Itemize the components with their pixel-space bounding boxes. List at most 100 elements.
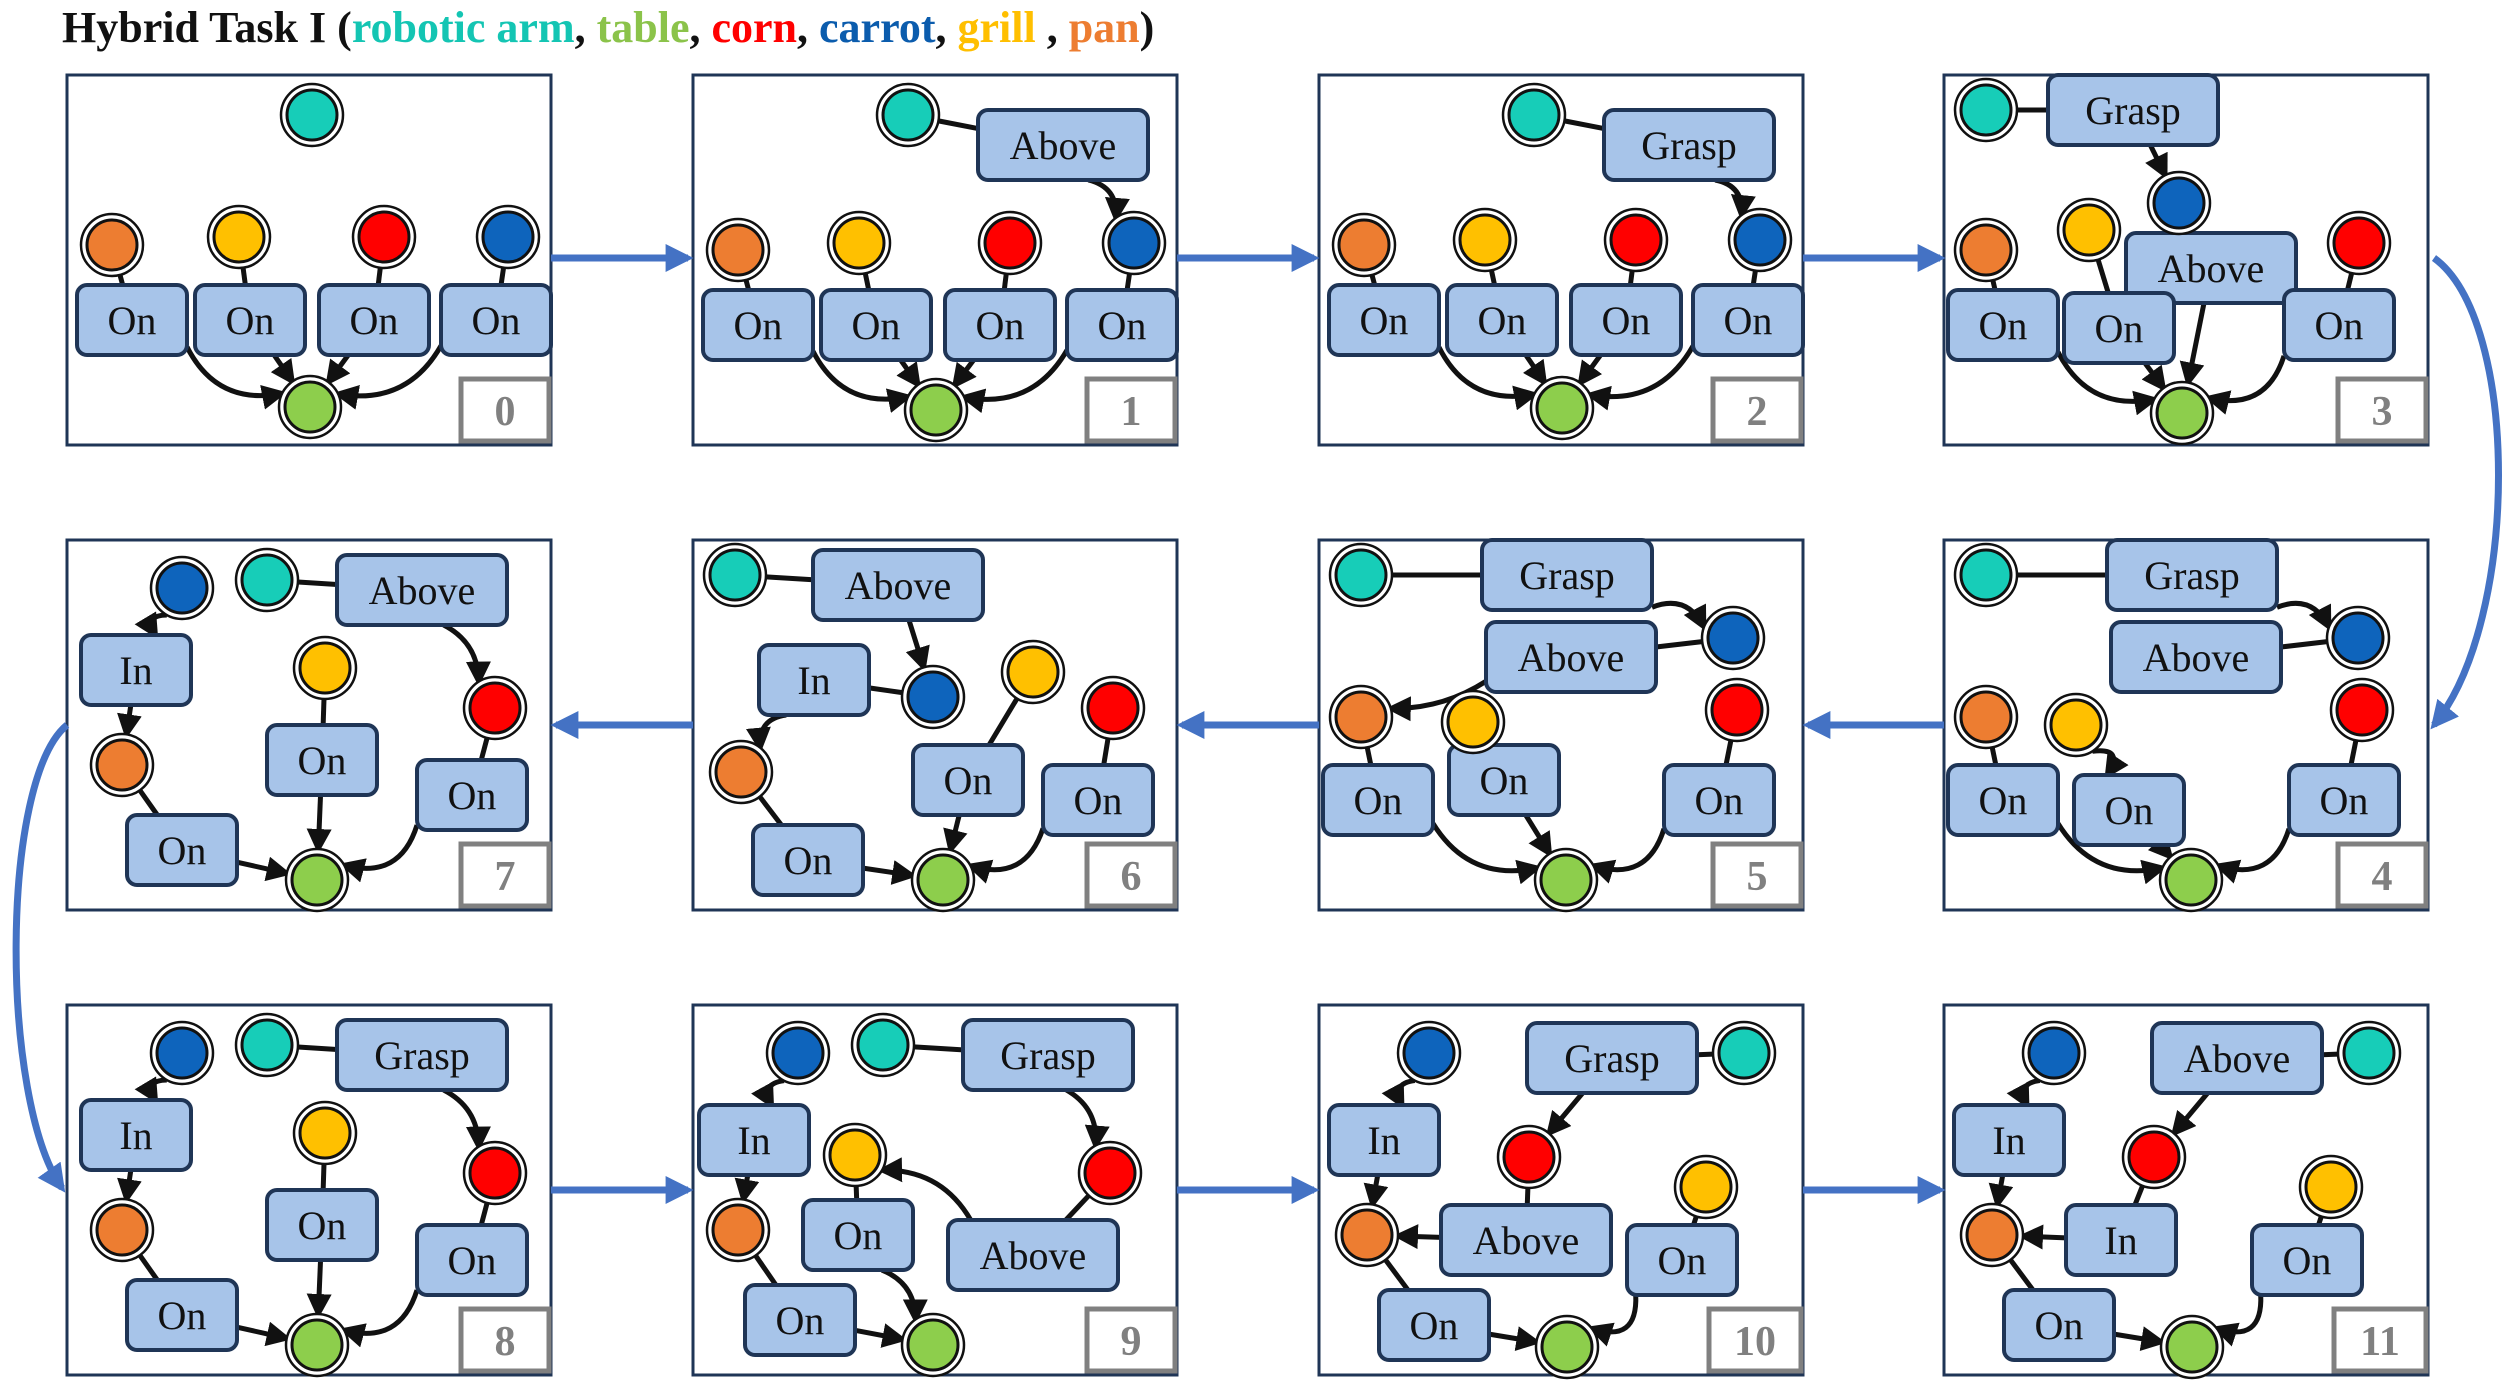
relation-edge bbox=[270, 353, 296, 386]
edges bbox=[1364, 572, 1734, 885]
relation-edge bbox=[1381, 1078, 1416, 1110]
relation-on2: On bbox=[2062, 291, 2176, 365]
arm-node bbox=[1711, 1020, 1777, 1086]
relation-label: Above bbox=[1473, 1218, 1580, 1263]
grill-dot bbox=[828, 1128, 882, 1182]
carrot-node bbox=[765, 1020, 831, 1086]
relation-on3: On bbox=[1041, 763, 1155, 837]
relation-label: Above bbox=[2184, 1036, 2291, 1081]
relation-label: On bbox=[1480, 758, 1529, 803]
corn-dot bbox=[1502, 1130, 1556, 1184]
relation-edge bbox=[862, 272, 872, 291]
relation-box bbox=[265, 1188, 379, 1262]
relation-box bbox=[2250, 1223, 2364, 1297]
relation-edge bbox=[306, 1259, 332, 1320]
corn-dot bbox=[2332, 216, 2386, 270]
relation-edge bbox=[1563, 118, 1605, 132]
carrot-dot bbox=[1107, 216, 1161, 270]
step-number: 5 bbox=[1747, 854, 1768, 900]
relation-on3: On bbox=[415, 758, 529, 832]
arm-dot bbox=[285, 88, 339, 142]
carrot-node bbox=[149, 555, 215, 621]
relation-on1: On bbox=[1625, 1223, 1739, 1297]
relation-box bbox=[1625, 1223, 1739, 1297]
relation-edge bbox=[810, 350, 913, 413]
relation-on3: On bbox=[1662, 763, 1776, 837]
relation-box bbox=[819, 288, 933, 362]
relation-edge bbox=[2321, 1051, 2339, 1058]
relation-box bbox=[751, 823, 865, 897]
grill-dot bbox=[832, 216, 886, 270]
relation-grasp: Grasp bbox=[961, 1018, 1135, 1092]
carrot-dot bbox=[906, 670, 960, 724]
relation-label: In bbox=[1992, 1118, 2025, 1163]
relation-label: On bbox=[1724, 298, 1773, 343]
corn-dot bbox=[1083, 1146, 1137, 1200]
relation-label: Above bbox=[1518, 635, 1625, 680]
relation-edge bbox=[862, 860, 918, 885]
relation-above: Above bbox=[335, 553, 509, 627]
relation-label: In bbox=[797, 658, 830, 703]
arm-node bbox=[2336, 1020, 2402, 1086]
relation-edge bbox=[913, 1044, 964, 1053]
relation-box bbox=[1946, 763, 2060, 837]
relation-box bbox=[79, 1098, 193, 1172]
pan-dot bbox=[95, 738, 149, 792]
relation-on1: On bbox=[1946, 763, 2060, 837]
relation-box bbox=[125, 1278, 239, 1352]
step-number: 10 bbox=[1734, 1319, 1776, 1365]
pan-dot bbox=[1959, 223, 2013, 277]
table-node bbox=[2149, 380, 2215, 446]
relation-on4: On bbox=[439, 283, 553, 357]
relation-edge bbox=[2211, 1294, 2264, 1347]
relation-edge bbox=[986, 697, 1020, 747]
arm-dot bbox=[856, 1018, 910, 1072]
relation-edge bbox=[1585, 344, 1696, 411]
table-dot bbox=[290, 1318, 344, 1372]
edges bbox=[1988, 1051, 2339, 1352]
relation-on1: On bbox=[701, 288, 815, 362]
relation-above: Above bbox=[2124, 231, 2298, 305]
relation-label: On bbox=[1410, 1303, 1459, 1348]
pan-dot bbox=[1337, 218, 1391, 272]
relation-box bbox=[2064, 1203, 2178, 1277]
corn-node bbox=[2326, 210, 2392, 276]
relation-edge bbox=[1750, 270, 1758, 286]
grill-dot bbox=[298, 641, 352, 695]
carrot-dot bbox=[1733, 213, 1787, 267]
relation-on1: On bbox=[1327, 283, 1441, 357]
carrot-dot bbox=[481, 210, 535, 264]
carrot-dot bbox=[2027, 1026, 2081, 1080]
relation-label: On bbox=[1074, 778, 1123, 823]
corn-dot bbox=[468, 681, 522, 735]
relation-on3: On bbox=[415, 1223, 529, 1297]
table-node bbox=[903, 377, 969, 443]
relation-on2: On bbox=[819, 288, 933, 362]
step-number: 6 bbox=[1121, 854, 1142, 900]
relation-edge bbox=[325, 353, 351, 387]
relation-edge bbox=[1655, 639, 1703, 650]
relation-edge bbox=[1524, 1187, 1531, 1206]
title-part: , bbox=[574, 3, 597, 52]
relation-label: In bbox=[737, 1118, 770, 1163]
carrot-node bbox=[900, 664, 966, 730]
title-part: robotic arm bbox=[351, 3, 575, 52]
relation-edge bbox=[2204, 355, 2287, 415]
relation-label: On bbox=[2095, 306, 2144, 351]
edges bbox=[117, 1044, 491, 1348]
relation-box bbox=[265, 723, 379, 797]
relation-grasp: Grasp bbox=[1602, 108, 1776, 182]
corn-node bbox=[977, 210, 1043, 276]
arm-node bbox=[1501, 82, 1567, 148]
edges bbox=[745, 574, 1111, 885]
relation-label: On bbox=[1979, 303, 2028, 348]
step-number: 11 bbox=[2360, 1319, 2400, 1365]
relation-box bbox=[1691, 283, 1805, 357]
step-badge bbox=[2335, 841, 2429, 909]
relation-box bbox=[976, 108, 1150, 182]
relation-on1: On bbox=[2250, 1223, 2364, 1297]
step-number: 1 bbox=[1121, 389, 1142, 435]
relation-box bbox=[1447, 743, 1561, 817]
pan-dot bbox=[95, 1203, 149, 1257]
